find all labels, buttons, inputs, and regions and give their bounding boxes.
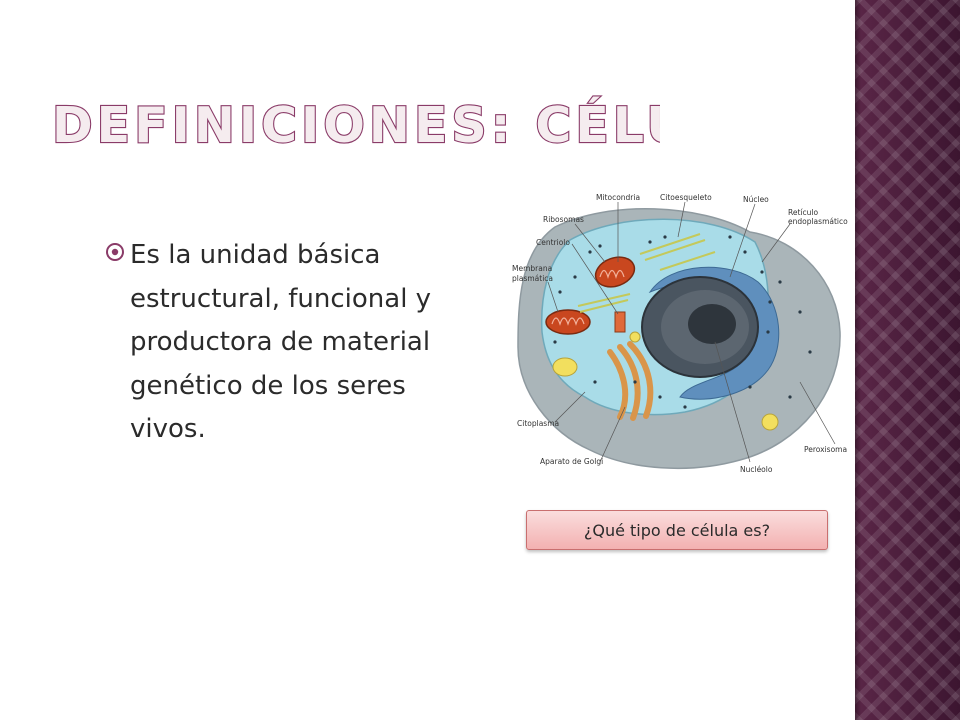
- label-reticulo-line2: endoplasmático: [788, 217, 848, 226]
- decorative-side-band: [855, 0, 960, 720]
- vesicle: [552, 357, 578, 377]
- label-leader-lines: [547, 201, 836, 463]
- label-nucleo: Núcleo: [743, 195, 769, 204]
- cytoskeleton-filaments: [577, 233, 716, 313]
- label-membrana-line2: plasmática: [512, 274, 553, 283]
- label-centriolo: Centriolo: [536, 238, 570, 247]
- animal-cell-diagram: Mitocondria Citoesqueleto Núcleo Retícul…: [512, 193, 848, 474]
- slide-title: DEFINICIONES: CÉLULA.: [51, 94, 660, 155]
- mitochondrion-top: [594, 256, 636, 288]
- nucleolus: [688, 304, 736, 344]
- label-mitocondria: Mitocondria: [596, 193, 640, 202]
- mitochondrion-left: [545, 309, 591, 335]
- mitochondrion-cristae-left: [551, 317, 585, 326]
- label-citoesqueleto: Citoesqueleto: [660, 193, 712, 202]
- vesicle: [761, 413, 779, 431]
- golgi-apparatus: [607, 341, 654, 421]
- label-peroxisoma: Peroxisoma: [804, 445, 847, 454]
- question-button[interactable]: ¿Qué tipo de célula es?: [526, 510, 828, 550]
- side-band-shadow: [855, 0, 861, 720]
- label-citoplasma: Citoplasma: [517, 419, 559, 428]
- label-membrana-line1: Membrana: [512, 264, 552, 273]
- bullet-text: Es la unidad básica estructural, funcion…: [130, 240, 432, 444]
- centriole: [614, 311, 626, 333]
- slide-title-text: DEFINICIONES: CÉLULA.: [52, 95, 660, 154]
- label-reticulo-line1: Retículo: [788, 208, 818, 217]
- label-nucleolo: Nucléolo: [740, 465, 773, 474]
- ribosomes: [553, 235, 812, 409]
- circle-bullet-icon: [106, 243, 124, 261]
- label-golgi: Aparato de Golgi: [540, 457, 603, 466]
- label-ribosomas: Ribosomas: [543, 215, 584, 224]
- vesicle: [629, 331, 641, 343]
- mitochondrion-cristae-top: [599, 269, 625, 280]
